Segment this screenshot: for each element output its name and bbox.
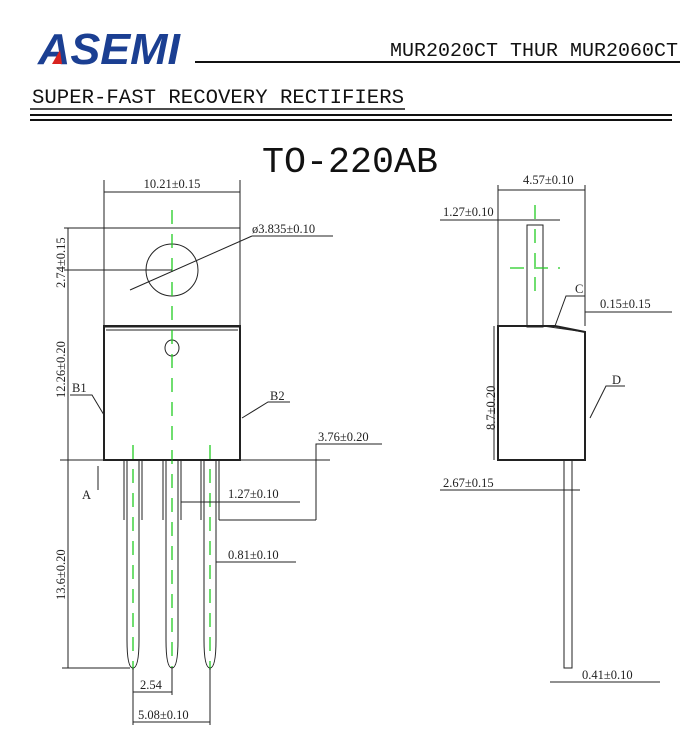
- dim-lead-width-upper: 1.27±0.10: [228, 487, 279, 501]
- dim-lead-step: 3.76±0.20: [318, 430, 369, 444]
- dim-lead-thickness: 0.41±0.10: [582, 668, 633, 682]
- subtitle: SUPER-FAST RECOVERY RECTIFIERS: [32, 87, 404, 110]
- dim-lead-offset: 2.67±0.15: [443, 476, 494, 490]
- label-b1: B1: [72, 381, 87, 395]
- dim-c-value: 0.15±0.15: [600, 297, 651, 311]
- dim-body-height: 12.26±0.20: [54, 341, 68, 398]
- label-b2: B2: [270, 389, 285, 403]
- dim-pitch: 2.54: [140, 678, 163, 692]
- dim-lead-length: 13.6±0.20: [54, 549, 68, 600]
- dim-hole-offset: 2.74±0.15: [54, 237, 68, 288]
- side-view: 4.57±0.10 1.27±0.10 C 0.15±0.15 8.7±0.20…: [440, 173, 672, 683]
- dim-tab-thickness: 1.27±0.10: [443, 205, 494, 219]
- label-a: A: [82, 488, 91, 502]
- package-title: TO-220AB: [262, 142, 438, 183]
- part-range: MUR2020CT THUR MUR2060CT: [390, 40, 678, 62]
- asemi-logo: ASEMI: [37, 25, 181, 74]
- dim-pitch-total: 5.08±0.10: [138, 708, 189, 722]
- dim-hole-diameter: ø3.835±0.10: [252, 222, 315, 236]
- dim-width: 10.21±0.15: [144, 177, 201, 191]
- label-c: C: [575, 282, 583, 296]
- dim-side-body-height: 8.7±0.20: [484, 386, 498, 430]
- front-view: 10.21±0.15 ø3.835±0.10 2.74±0.15 12.26±0…: [54, 177, 382, 725]
- dim-lead-width-lower: 0.81±0.10: [228, 548, 279, 562]
- svg-text:ASEMI: ASEMI: [37, 25, 181, 74]
- label-d: D: [612, 373, 621, 387]
- dim-thickness: 4.57±0.10: [523, 173, 574, 187]
